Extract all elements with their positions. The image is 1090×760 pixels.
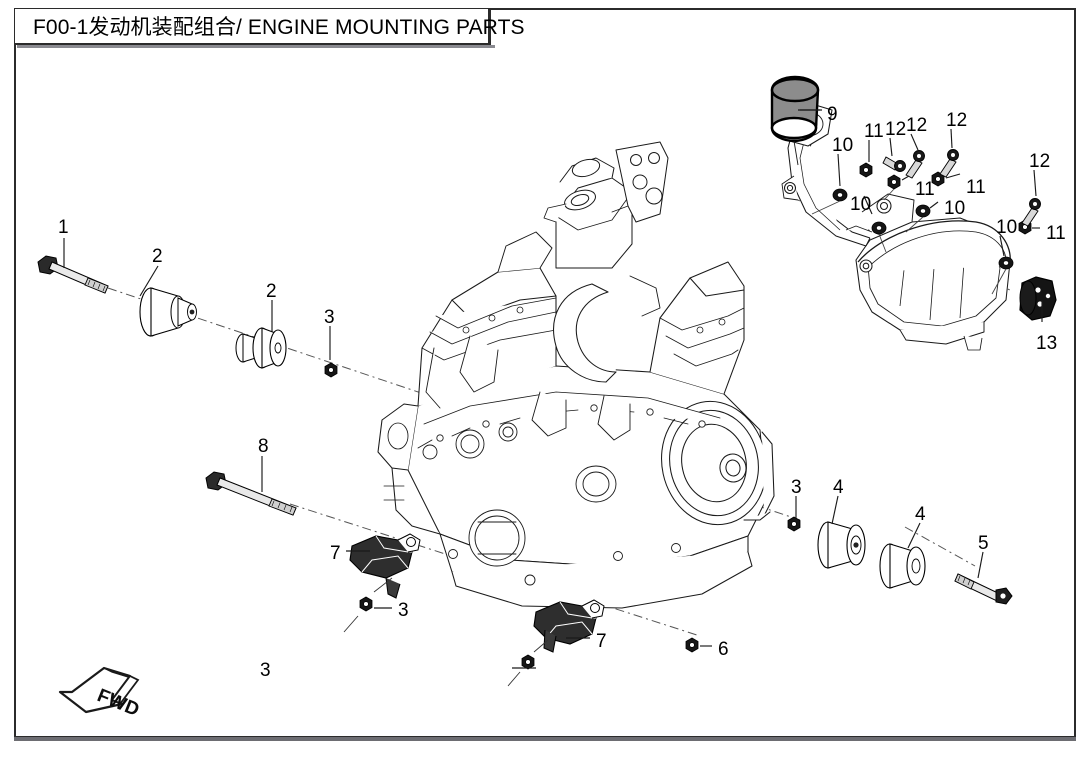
part-9-fit-leader [793, 140, 799, 166]
part-12c-bolt [939, 149, 959, 178]
title-box-shadow [17, 45, 495, 48]
callout-flange-nut-bottom-center: 3 [260, 660, 271, 681]
callout-air-intake-grommet: 13 [1036, 333, 1058, 354]
page-frame-left [14, 8, 16, 738]
fwd-direction-marker: FWD [58, 666, 142, 721]
callout-engine-mount-bushing-upper-left: 2 [152, 246, 163, 267]
callout-engine-mount-bracket-center: 7 [596, 631, 607, 652]
part-3b-flange-nut [359, 596, 373, 612]
part-9-intake-boot [770, 75, 820, 143]
part-7b-mount-bracket [533, 599, 605, 653]
part-13-grommet [1019, 276, 1057, 321]
part-2b-mount-bushing [235, 327, 287, 369]
part-7a-mount-bracket [349, 533, 421, 599]
part-4b-mount-bushing [879, 543, 926, 589]
callout-flange-nut-right: 3 [791, 477, 802, 498]
callout-nut-center-right: 11 [966, 177, 986, 198]
part-12d-bolt [1021, 198, 1041, 227]
part-10d-washer [998, 256, 1014, 270]
part-4a-mount-bushing [817, 521, 866, 569]
part-6-flange-nut [685, 637, 699, 653]
engine-assembly [377, 141, 775, 609]
part-12a-bolt [882, 156, 906, 172]
callout-flange-nut-lower-left: 3 [398, 600, 409, 621]
title-box: F00-1发动机装配组合/ ENGINE MOUNTING PARTS [15, 9, 525, 45]
page-frame-top [14, 8, 1076, 10]
part-12b-bolt [905, 150, 925, 179]
callout-bolt-upper-right: 12 [946, 110, 968, 131]
part-3d-flange-nut [787, 516, 801, 532]
callout-nut-center: 11 [915, 179, 935, 200]
callout-engine-mount-bushing-upper-inner: 2 [266, 281, 277, 302]
callout-engine-mount-bushing-right-outer: 4 [915, 504, 926, 525]
part-8-long-bolt [205, 471, 297, 516]
callout-nut-right: 11 [1046, 223, 1066, 244]
callout-long-mounting-bolt-lower-left: 8 [258, 436, 269, 457]
callout-flange-nut-upper-left: 3 [324, 307, 335, 328]
part-2a-mount-bushing [139, 287, 197, 337]
page-frame-right [1074, 8, 1076, 738]
callout-mounting-bolt-right: 5 [978, 533, 989, 554]
part-10c-washer [915, 204, 931, 218]
page-title: F00-1发动机装配组合/ ENGINE MOUNTING PARTS [33, 16, 525, 39]
callout-bolt-right: 12 [1029, 151, 1051, 172]
part-5-mounting-bolt [954, 573, 1013, 605]
callout-flange-nut-rear: 6 [718, 639, 729, 660]
callout-washer-upper-left: 10 [832, 135, 854, 156]
callout-engine-mount-bracket-left: 7 [330, 543, 341, 564]
fastener-leaders [811, 188, 1007, 295]
part-1-long-bolt [37, 255, 109, 294]
callout-bolt-upper-left: 12 [885, 119, 907, 140]
part-11a-nut [859, 162, 873, 178]
part-10b-washer [871, 221, 887, 235]
callout-long-mounting-bolt-upper-left: 1 [58, 217, 69, 238]
callout-engine-mount-bushing-right-inner: 4 [833, 477, 844, 498]
callout-washer-center: 10 [944, 198, 966, 219]
callout-bolt-upper-center: 12 [906, 115, 928, 136]
callout-intake-rubber-boot: 9 [827, 104, 838, 125]
part-10a-washer [832, 188, 848, 202]
part-11b-nut [887, 174, 901, 190]
page-frame-bottom [14, 737, 1076, 741]
callout-nut-upper-left: 11 [864, 121, 884, 142]
air-box-assembly [781, 103, 1011, 351]
part-3c-flange-nut [521, 654, 535, 670]
callout-washer-right: 10 [996, 217, 1018, 238]
part-3a-flange-nut [324, 362, 338, 378]
callout-washer-center-left: 10 [850, 194, 872, 215]
page-frame-bottom-inner [14, 736, 1076, 737]
